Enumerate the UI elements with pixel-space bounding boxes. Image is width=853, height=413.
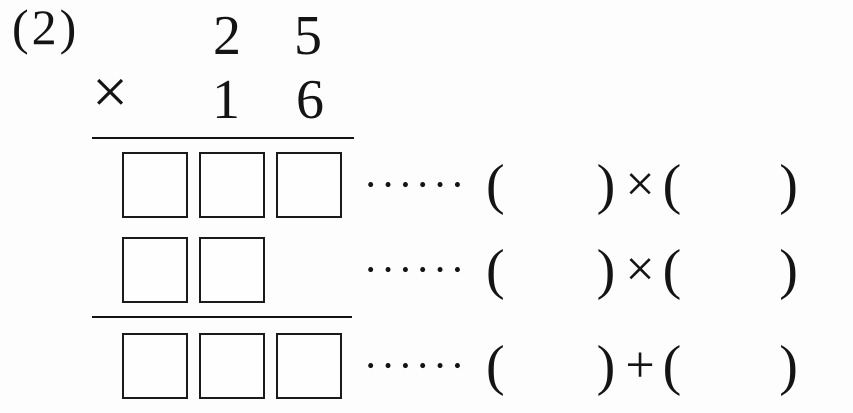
answer-box[interactable] <box>276 152 342 218</box>
answer-box[interactable] <box>122 152 188 218</box>
multiplier-tens-digit: 1 <box>212 69 240 131</box>
open-paren: ( <box>662 239 682 301</box>
multiplicand-ones-digit: 5 <box>294 5 322 67</box>
partial-product-1-boxes <box>122 152 342 218</box>
partial-product-2-row: •••••• ( ) × ( ) <box>0 237 853 303</box>
times-operator: × <box>625 241 655 298</box>
partial-product-2-expression: ( ) × ( ) <box>486 242 798 298</box>
open-paren: ( <box>486 335 505 397</box>
close-paren: ) <box>779 154 798 216</box>
multiplication-sign: × <box>92 56 129 127</box>
sum-rule-line <box>92 316 352 318</box>
partial-product-2-boxes <box>122 237 265 303</box>
close-paren: ) <box>779 335 798 397</box>
close-paren: ) <box>596 335 616 397</box>
open-paren: ( <box>662 154 682 216</box>
multiplier-ones-digit: 6 <box>296 69 324 131</box>
dotted-leader: •••••• <box>367 353 472 378</box>
answer-box[interactable] <box>276 333 342 399</box>
answer-box[interactable] <box>122 237 188 303</box>
dotted-leader: •••••• <box>367 172 472 197</box>
answer-box[interactable] <box>199 152 265 218</box>
close-paren: ) <box>596 154 616 216</box>
answer-box[interactable] <box>199 237 265 303</box>
multiplication-rule-line <box>92 137 354 139</box>
problem-label: (2) <box>12 0 80 55</box>
partial-product-1-expression: ( ) × ( ) <box>486 157 798 213</box>
partial-product-1-row: •••••• ( ) × ( ) <box>0 152 853 218</box>
open-paren: ( <box>662 335 682 397</box>
dotted-leader: •••••• <box>367 257 472 282</box>
final-sum-boxes <box>122 333 342 399</box>
open-paren: ( <box>486 154 505 216</box>
final-sum-expression: ( ) + ( ) <box>486 338 798 394</box>
multiplicand-tens-digit: 2 <box>213 5 241 67</box>
close-paren: ) <box>596 239 616 301</box>
final-sum-row: •••••• ( ) + ( ) <box>0 333 853 399</box>
answer-box[interactable] <box>122 333 188 399</box>
plus-operator: + <box>625 337 655 394</box>
close-paren: ) <box>779 239 798 301</box>
answer-box[interactable] <box>199 333 265 399</box>
open-paren: ( <box>486 239 505 301</box>
times-operator: × <box>625 156 655 213</box>
